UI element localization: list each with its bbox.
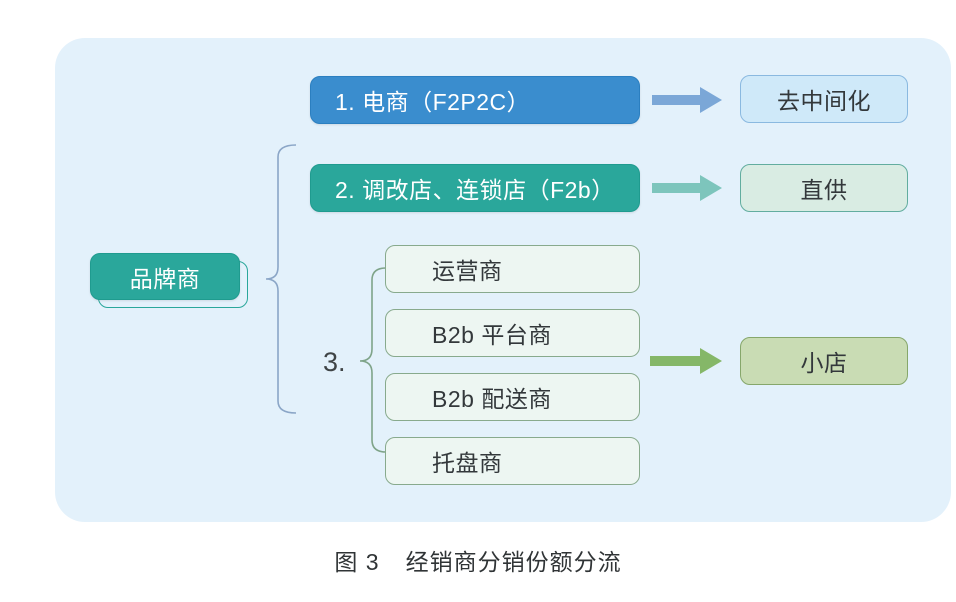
figure-caption-number: 图 3	[334, 549, 380, 575]
figure-caption-title: 经销商分销份额分流	[405, 549, 622, 575]
node-ecommerce: 1. 电商（F2P2C）	[310, 76, 640, 124]
group3-number: 3.	[323, 347, 346, 377]
node-operator-label: 运营商	[432, 258, 503, 284]
node-chain-stores: 2. 调改店、连锁店（F2b）	[310, 164, 640, 212]
node-brand: 品牌商	[90, 253, 240, 300]
node-disintermediation: 去中间化	[740, 75, 908, 123]
node-operator: 运营商	[385, 245, 640, 293]
node-ecommerce-label: 1. 电商（F2P2C）	[335, 89, 531, 115]
node-disintermediation-label: 去中间化	[777, 88, 871, 114]
node-direct-supply-label: 直供	[800, 177, 848, 203]
figure-caption: 图 3 经销商分销份额分流	[0, 543, 956, 577]
node-direct-supply: 直供	[740, 164, 908, 212]
node-pallet-merchant: 托盘商	[385, 437, 640, 485]
node-pallet-merchant-label: 托盘商	[432, 450, 503, 476]
node-brand-label: 品牌商	[129, 265, 201, 292]
node-chain-stores-label: 2. 调改店、连锁店（F2b）	[335, 177, 615, 203]
node-small-store: 小店	[740, 337, 908, 385]
node-small-store-label: 小店	[800, 350, 848, 376]
node-b2b-delivery: B2b 配送商	[385, 373, 640, 421]
node-b2b-delivery-label: B2b 配送商	[432, 386, 552, 412]
node-b2b-platform-label: B2b 平台商	[432, 322, 552, 348]
node-b2b-platform: B2b 平台商	[385, 309, 640, 357]
